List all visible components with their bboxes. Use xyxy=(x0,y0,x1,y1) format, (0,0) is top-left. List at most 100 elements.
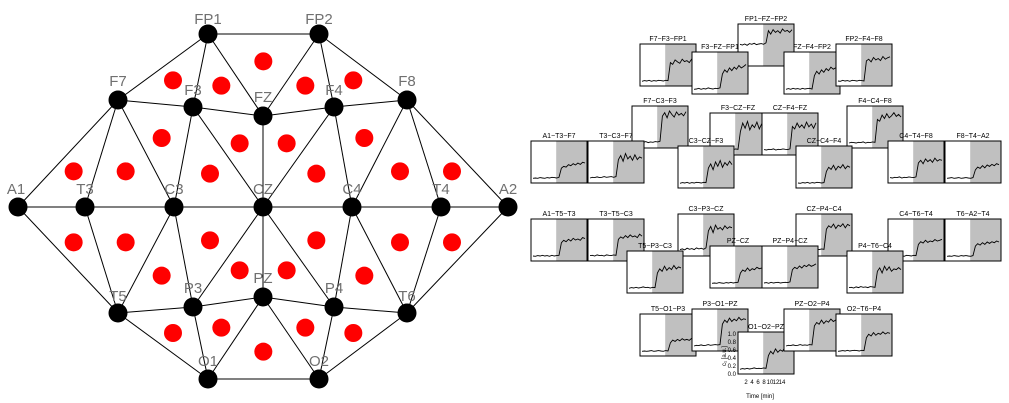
mesh-edge xyxy=(17,99,119,208)
timeseries-line xyxy=(837,331,891,352)
panel-title: F4−C4−F8 xyxy=(858,98,892,105)
triangle-center-dot xyxy=(116,233,135,252)
panel-frame xyxy=(887,218,945,262)
electrode-f4 xyxy=(324,97,344,117)
panel-title: CZ−F4−FZ xyxy=(773,105,808,112)
mesh-edge xyxy=(17,206,119,314)
electrode-label-p3: P3 xyxy=(184,280,202,297)
electrode-fp2 xyxy=(309,24,329,44)
x-tick-label: 14 xyxy=(779,380,786,386)
electrode-o2 xyxy=(309,369,329,389)
timeseries-line xyxy=(628,264,682,289)
mesh-edge xyxy=(333,306,408,314)
mesh-edge xyxy=(262,296,320,380)
mesh-edge xyxy=(318,33,335,108)
triangle-center-dot xyxy=(212,76,231,95)
mesh-edge xyxy=(192,296,264,308)
panel-frame xyxy=(835,43,893,87)
mesh-edge xyxy=(173,206,194,308)
electrode-label-c4: C4 xyxy=(342,181,361,198)
triangle-center-dot xyxy=(164,324,182,342)
panel-frame xyxy=(530,140,588,184)
mesh-edge xyxy=(262,206,335,308)
mesh-edge xyxy=(406,206,442,314)
mesh-edge xyxy=(318,306,335,380)
shaded-interval xyxy=(809,52,840,94)
timeseries-line xyxy=(848,265,902,289)
mesh-edge xyxy=(333,99,408,108)
electrode-f7 xyxy=(108,90,128,110)
electrode-label-t3: T3 xyxy=(76,181,94,198)
panel-cz-p4-c4: CZ−P4−C4 xyxy=(795,206,853,257)
mesh-edge xyxy=(406,99,442,208)
panel-frame xyxy=(691,308,749,352)
electrode-t4 xyxy=(431,197,451,217)
triangle-center-dot xyxy=(254,52,273,71)
panel-frame xyxy=(761,245,819,289)
panel-pz-o2-p4: PZ−O2−P4 xyxy=(783,301,841,352)
shaded-interval xyxy=(735,246,766,288)
panel-frame xyxy=(677,213,735,257)
panel-t5-p3-c3: T5−P3−C3 xyxy=(626,243,684,294)
mesh-edge xyxy=(117,99,175,208)
triangle-center-dot xyxy=(64,233,83,252)
shaded-interval xyxy=(717,52,748,94)
mesh-edge xyxy=(406,99,509,208)
electrode-c3 xyxy=(164,197,184,217)
x-tick-label: 8 xyxy=(762,380,766,386)
panel-frame xyxy=(691,51,749,95)
mesh-edge xyxy=(351,99,408,208)
timeseries-line xyxy=(946,163,1000,179)
mesh-edge xyxy=(192,306,209,380)
electrode-p3 xyxy=(183,297,203,317)
panel-c3-cz-f3: C3−CZ−F3 xyxy=(677,138,735,189)
electrode-t6 xyxy=(397,303,417,323)
panel-title: C4−T6−T4 xyxy=(899,211,933,218)
panel-title: FP2−F4−F8 xyxy=(845,36,882,43)
panel-t5-o1-p3: T5−O1−P3 xyxy=(639,306,697,357)
mesh-edge xyxy=(117,33,209,101)
panel-o1-o2-pz: O1−O2−PZ xyxy=(737,324,795,375)
panel-title: A1−T3−F7 xyxy=(542,133,575,140)
panel-frame xyxy=(677,145,735,189)
panel-title: FZ−F4−FP2 xyxy=(793,44,831,51)
timeseries-line xyxy=(785,66,839,90)
panel-title: T6−A2−T4 xyxy=(956,211,989,218)
panel-title: P3−O1−PZ xyxy=(702,301,738,308)
panel-frame xyxy=(887,140,945,184)
panel-frame xyxy=(737,331,795,375)
timeseries-line xyxy=(693,316,747,347)
panel-title: C3−P3−CZ xyxy=(688,206,724,213)
electrode-label-f4: F4 xyxy=(325,82,343,99)
shaded-interval xyxy=(970,141,1001,183)
mesh-edge xyxy=(192,206,264,308)
shaded-interval xyxy=(556,141,587,183)
axes-legend: c₁ [a.u.] Time [min] 1.00.80.60.40.20.02… xyxy=(722,332,786,400)
electrode-fz xyxy=(253,106,273,126)
electrode-label-t5: T5 xyxy=(109,288,127,305)
timeseries-line xyxy=(763,263,817,284)
mesh-edge xyxy=(262,296,335,308)
timeseries-line xyxy=(589,152,643,179)
timeseries-line xyxy=(532,237,586,257)
mesh-edge xyxy=(84,206,119,314)
mesh-edge xyxy=(84,99,119,208)
triangle-center-dot xyxy=(164,71,182,90)
triangle-center-dot xyxy=(296,76,315,95)
x-axis-label: Time [min] xyxy=(746,394,774,400)
triangle-center-dot xyxy=(344,324,363,342)
panel-title: A1−T5−T3 xyxy=(542,211,575,218)
triangle-center-dot xyxy=(201,164,219,183)
y-tick-label: 0.2 xyxy=(728,364,737,370)
electrode-label-t6: T6 xyxy=(398,288,416,305)
electrode-label-p4: P4 xyxy=(325,280,343,297)
panel-title: C3−CZ−F3 xyxy=(689,138,724,145)
panel-frame xyxy=(737,23,795,67)
panel-frame xyxy=(795,213,853,257)
mesh-edge xyxy=(192,106,264,117)
panel-a1-t5-t3: A1−T5−T3 xyxy=(530,211,588,262)
mesh-edge xyxy=(406,206,509,314)
electrode-a2 xyxy=(498,197,518,217)
timeseries-line xyxy=(679,223,733,251)
mesh-edge xyxy=(117,306,194,314)
